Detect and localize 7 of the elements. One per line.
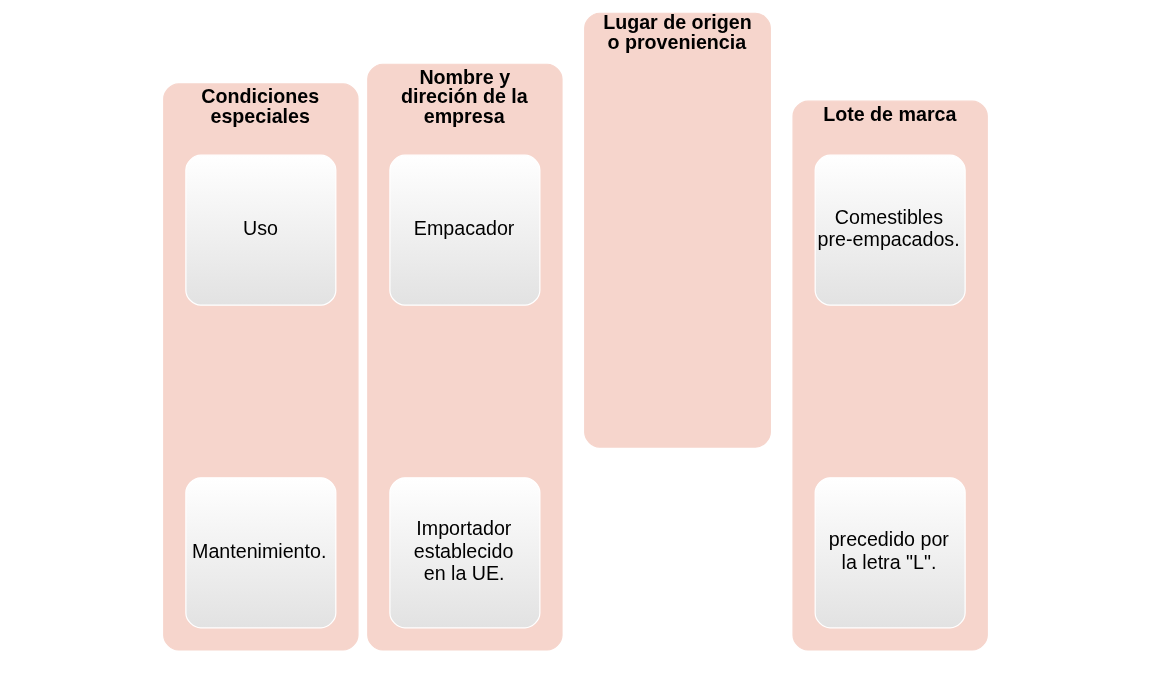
node-box: Mantenimiento. xyxy=(184,477,336,629)
node-box: precedido por la letra "L". xyxy=(814,477,966,629)
node-box: Comestibles pre-empacados. xyxy=(814,154,966,306)
node-box: Lugar de origen o proveniencia xyxy=(583,12,771,448)
node-box: Uso xyxy=(184,154,336,306)
node-box: Empacador xyxy=(388,154,540,306)
node-box: Importador establecido en la UE. xyxy=(388,477,540,629)
